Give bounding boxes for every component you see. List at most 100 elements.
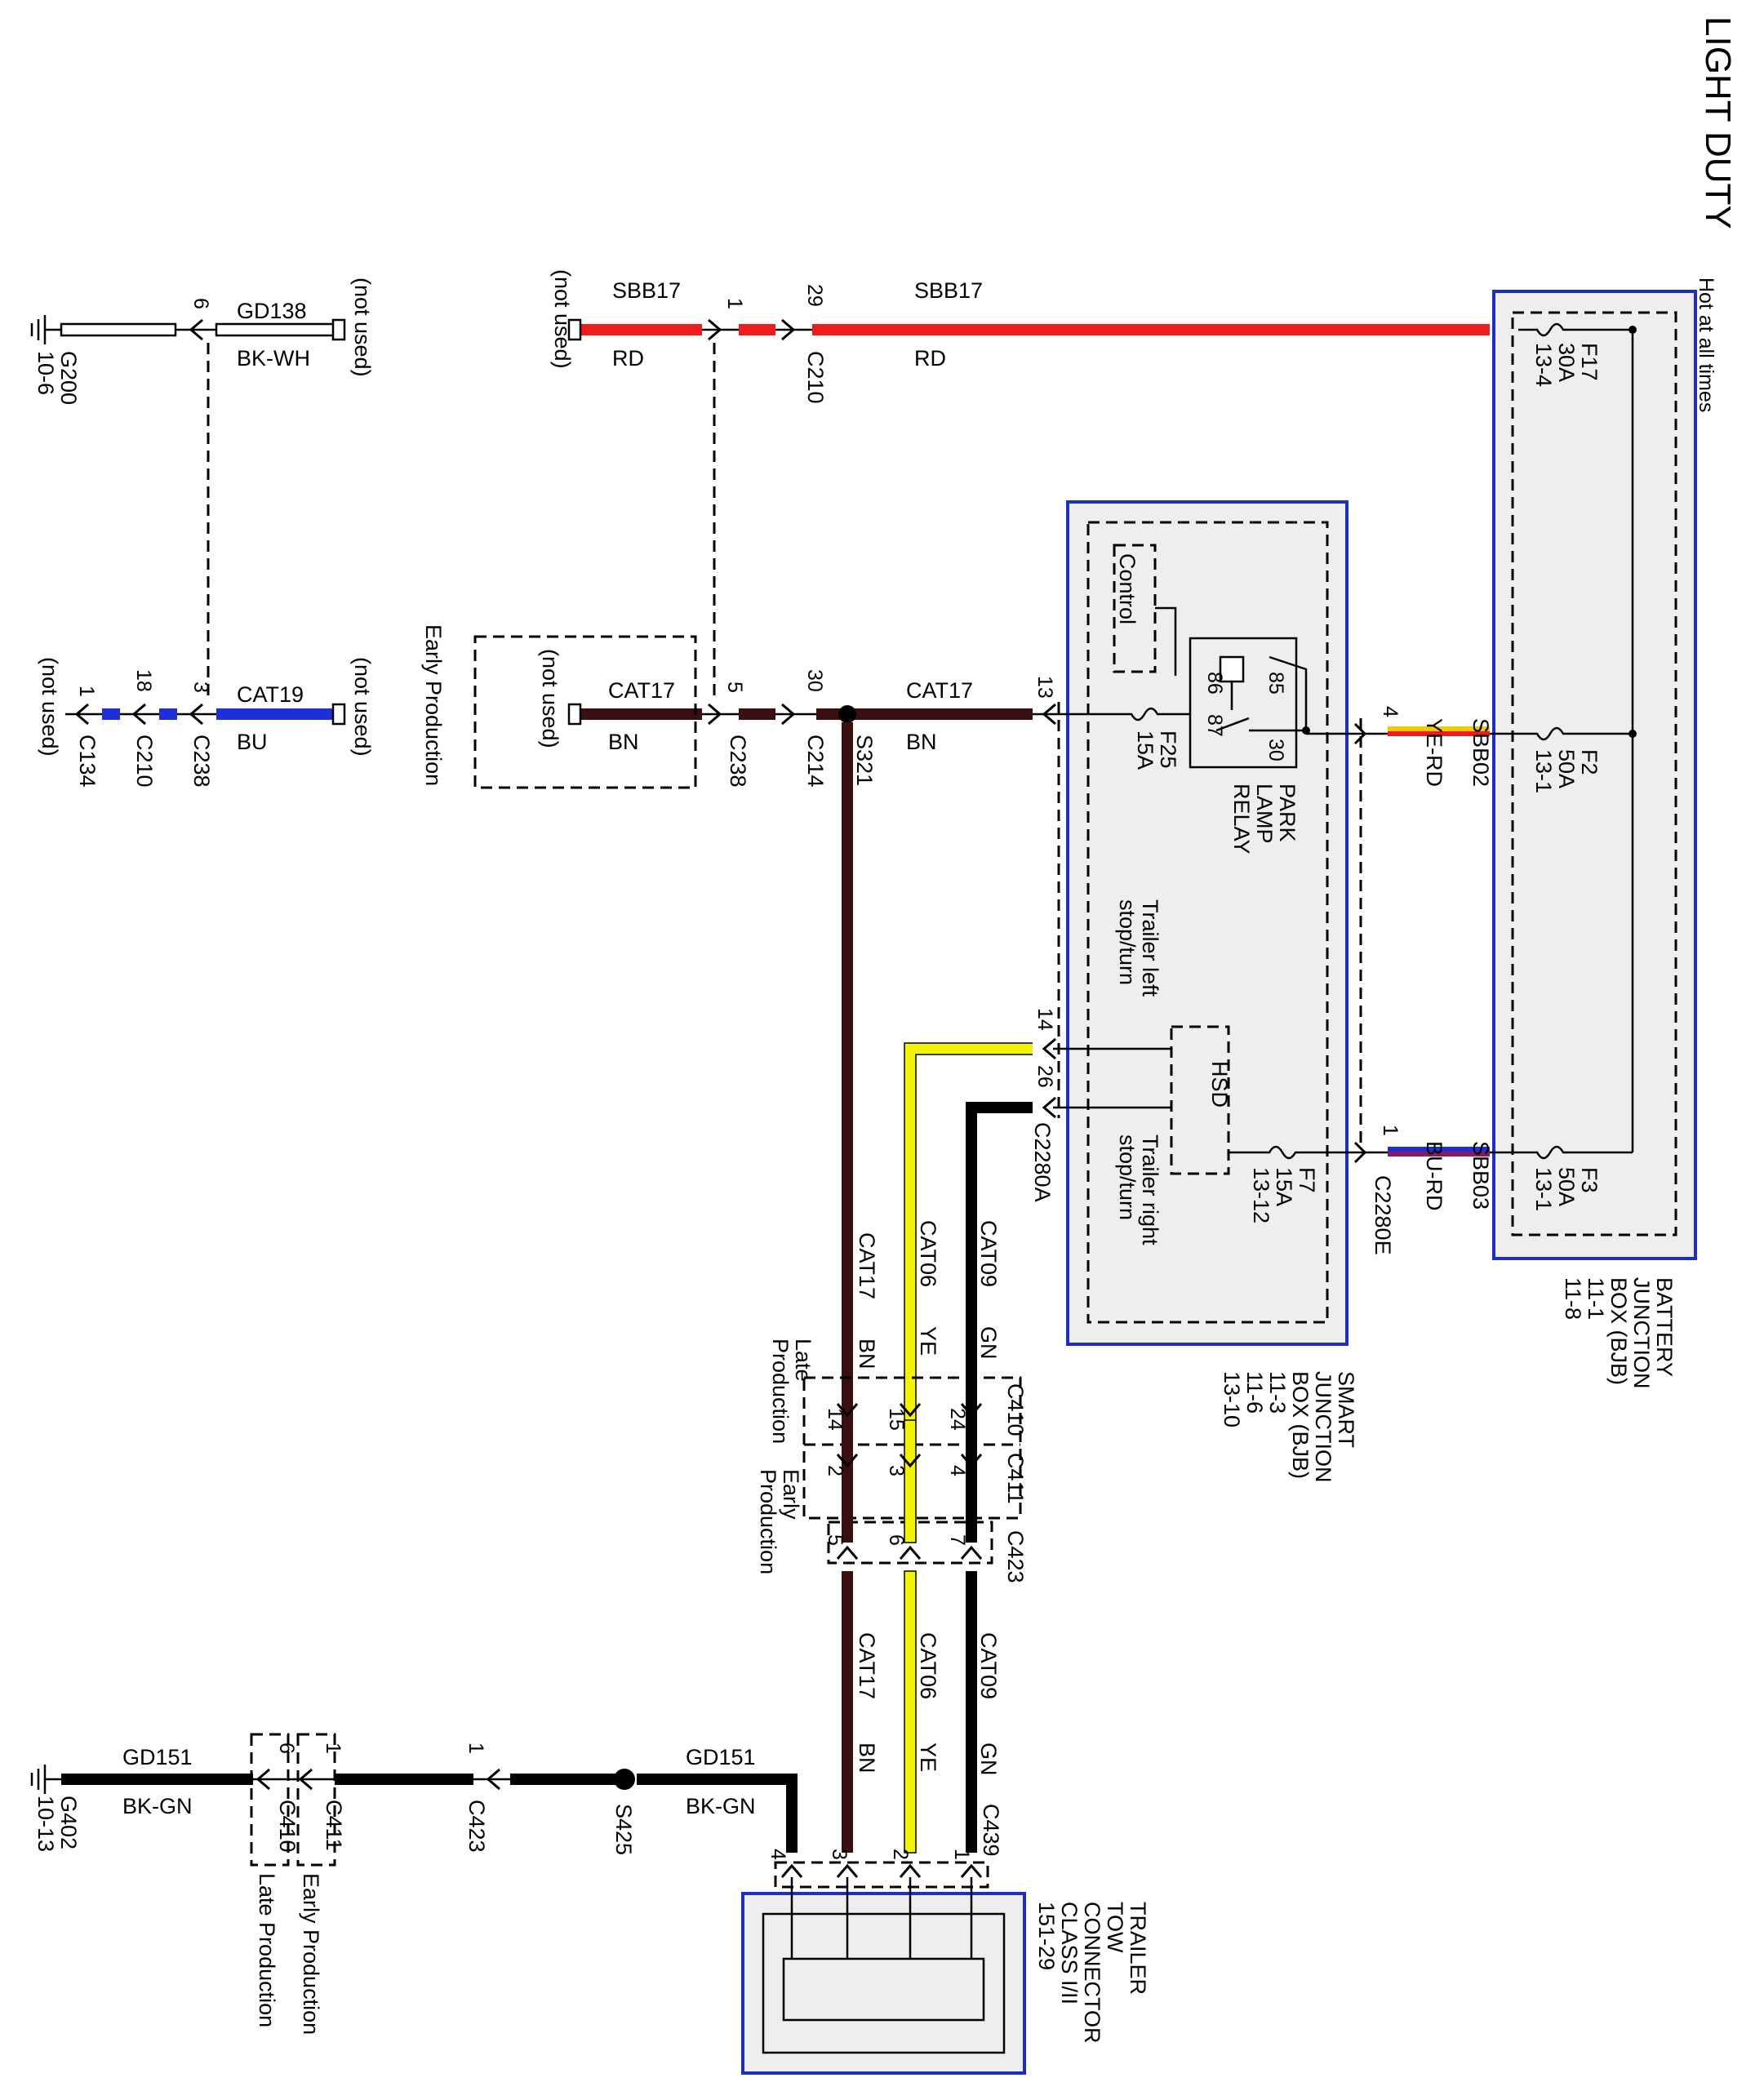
- svg-text:15A: 15A: [1272, 1167, 1296, 1206]
- pin-4-arrow: [1353, 722, 1367, 745]
- fuse-f7-symbol: [1264, 1145, 1347, 1160]
- svg-text:LAMP: LAMP: [1252, 784, 1277, 844]
- svg-text:Production: Production: [768, 1339, 793, 1444]
- pin-1-c2280e-arrow: [1353, 1141, 1367, 1164]
- wire-cat19-c238: [159, 708, 177, 720]
- pin-14-c410-label: 14: [824, 1408, 846, 1431]
- page-title: LIGHT DUTY: [1698, 16, 1738, 229]
- wire-sbb17-main: [812, 324, 1490, 335]
- cat06-upper-name: CAT06: [916, 1220, 940, 1287]
- inline-wires-middle: [842, 1419, 977, 1543]
- pin-13-label: 13: [1033, 676, 1056, 699]
- c238-cat17-label: C238: [726, 735, 750, 788]
- wire-sbb03: [1388, 1147, 1490, 1157]
- late-production-bottom-label: Late Production: [255, 1873, 279, 2027]
- pin-15-label: 15: [885, 1408, 908, 1431]
- cat17-left-color: BN: [608, 730, 639, 754]
- fuse-f17-symbol: [1518, 322, 1575, 337]
- ground-g200-label: G200 10-6: [33, 351, 81, 405]
- early-production-mid-label: Early Production: [756, 1469, 803, 1574]
- fuse-f25-label: F25 15A: [1133, 730, 1180, 770]
- svg-text:BOX (BJB): BOX (BJB): [1606, 1277, 1631, 1385]
- relay-pin-30: 30: [1264, 739, 1287, 761]
- svg-text:50A: 50A: [1554, 749, 1579, 788]
- control-to-relay-line: [1155, 606, 1177, 676]
- svg-text:SMART: SMART: [1334, 1371, 1358, 1448]
- pin-26-arrow: [1042, 1096, 1056, 1119]
- cat17-lower-name: CAT17: [855, 1632, 879, 1699]
- svg-text:JUNCTION: JUNCTION: [1311, 1371, 1335, 1483]
- c423-label: C423: [1003, 1530, 1028, 1583]
- cat17-not-used-terminal: [567, 703, 582, 726]
- cat17-not-used-label: (not used): [538, 649, 562, 748]
- sbb02-name-label: SBB02: [1469, 718, 1493, 787]
- pin-6-c410-label: 6: [275, 1743, 298, 1754]
- svg-text:TRAILER: TRAILER: [1126, 1902, 1150, 1995]
- wire-cat17-main: [853, 708, 1033, 720]
- sbb17-not-used-terminal: [567, 318, 582, 341]
- pin-1-sbb17-label: 1: [723, 298, 746, 309]
- c439-label: C439: [979, 1804, 1003, 1857]
- svg-text:stop/turn: stop/turn: [1115, 899, 1140, 985]
- pin-1-c134-label: 1: [75, 686, 98, 697]
- svg-text:13-4: 13-4: [1531, 343, 1556, 387]
- battery-junction-box: [1492, 290, 1697, 1260]
- sbb17-left-color: RD: [612, 346, 644, 371]
- late-production-mid-label: Late Production: [768, 1339, 815, 1444]
- pin-6-gd138-label: 6: [189, 298, 212, 309]
- wire-gd151-mid: [510, 1774, 624, 1785]
- relay-pin-86: 86: [1203, 672, 1226, 695]
- hsd-label: HSD: [1207, 1061, 1232, 1108]
- wire-cat17-lower: [842, 1571, 853, 1853]
- svg-text:F7: F7: [1295, 1167, 1319, 1193]
- pin-1-c423-label: 1: [464, 1743, 487, 1754]
- svg-text:10-6: 10-6: [33, 351, 58, 395]
- hsd-block: [1170, 1025, 1230, 1175]
- wire-gd151-left: [61, 1774, 253, 1785]
- pin-4-label: 4: [1379, 706, 1402, 717]
- sbb17-left-name: SBB17: [612, 278, 681, 303]
- tow-pin-2-label: 2: [889, 1849, 912, 1860]
- svg-text:13-1: 13-1: [1531, 749, 1556, 793]
- pin-3-c411-label: 3: [885, 1465, 908, 1476]
- fuse-f2-label: F2 50A 13-1: [1531, 749, 1602, 793]
- wire-cat17-s321: [816, 708, 841, 720]
- sbb03-color-label: BU-RD: [1422, 1141, 1446, 1211]
- s425-label: S425: [611, 1804, 636, 1855]
- svg-text:BOX (BJB): BOX (BJB): [1288, 1371, 1313, 1479]
- smart-junction-box: [1066, 500, 1349, 1346]
- relay-pin-85: 85: [1264, 672, 1287, 695]
- gd151-left-name: GD151: [122, 1745, 193, 1769]
- svg-text:RELAY: RELAY: [1229, 784, 1254, 855]
- svg-text:13-10: 13-10: [1220, 1371, 1244, 1427]
- sbb03-name-label: SBB03: [1469, 1141, 1493, 1210]
- wire-gd151-right: [637, 1774, 798, 1853]
- wire-sbb17-left: [580, 324, 702, 335]
- cat19-not-used-terminal: [331, 703, 346, 726]
- c410-c411-block: [802, 1376, 1022, 1520]
- fuse-f3-label: F3 50A 13-1: [1531, 1167, 1602, 1211]
- pin-1-c411-label: 1: [322, 1743, 344, 1754]
- svg-text:CLASS I/II: CLASS I/II: [1057, 1902, 1082, 2005]
- pin-2-c411-label: 2: [824, 1465, 846, 1476]
- svg-text:50A: 50A: [1554, 1167, 1579, 1206]
- gd151-right-color: BK-GN: [686, 1794, 756, 1818]
- trailer-left-label: Trailer left stop/turn: [1115, 899, 1162, 997]
- pin-5-c423-label: 5: [824, 1534, 846, 1546]
- tow-pin-1-label: 1: [950, 1849, 973, 1860]
- cat09-upper-name: CAT09: [976, 1220, 1001, 1287]
- trailer-connector-plug: [782, 1957, 985, 2022]
- c134-label: C134: [75, 735, 100, 788]
- svg-text:Production: Production: [756, 1469, 780, 1574]
- early-production-bottom-label: Early Production: [299, 1873, 323, 2035]
- svg-text:BATTERY: BATTERY: [1652, 1277, 1677, 1377]
- pin-18-c210-label: 18: [132, 669, 155, 692]
- control-label: Control: [1115, 553, 1140, 624]
- trailer-tow-connector: [741, 1892, 1026, 2075]
- wire-sbb02: [1388, 726, 1490, 736]
- hot-at-all-times-label: Hot at all times: [1695, 277, 1717, 412]
- c411-gd151-outline: [296, 1733, 336, 1867]
- c134-not-used-label: (not used): [38, 657, 62, 757]
- wire-gd151-c423: [335, 1774, 473, 1785]
- pin-7-c423-label: 7: [946, 1534, 969, 1546]
